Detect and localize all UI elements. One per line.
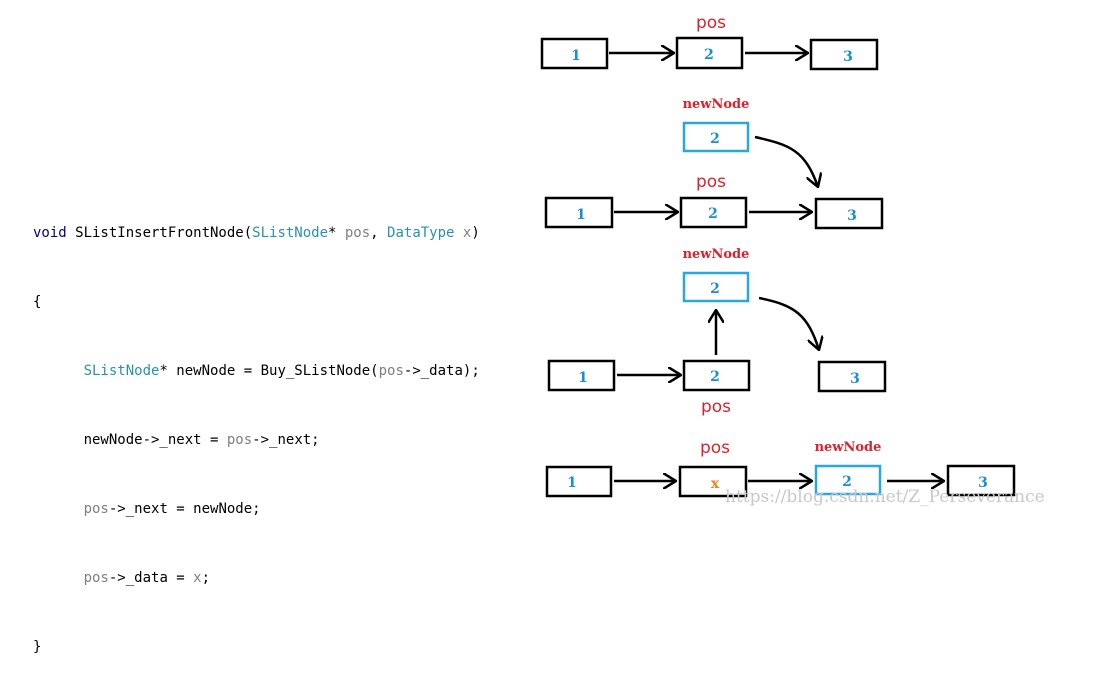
- step1-node-2: [675, 36, 744, 70]
- step3: newNode 2 1 2 3 pos: [547, 247, 887, 417]
- watermark: https://blog.csdn.net/Z_Perseverance: [725, 487, 1045, 507]
- step2-newnode-label: newNode: [683, 97, 750, 112]
- step2-node-1-value: 1: [576, 207, 586, 223]
- step4-node-1: [545, 465, 613, 498]
- step2-node-2-value: 2: [708, 206, 718, 222]
- step3-new-node-value: 2: [710, 281, 720, 297]
- step4: pos newNode 1 x 2 3: [545, 438, 1016, 498]
- code-line-2: {: [33, 294, 42, 310]
- step3-pos-label: pos: [701, 397, 731, 417]
- linked-list-diagram: pos 1 2 3 newNode 2 pos 1 2 3 newNode 2 …: [540, 13, 1045, 507]
- step2-node-2: [679, 196, 748, 229]
- step3-arrow-new-to-3: [758, 296, 819, 350]
- step3-node-2: [682, 359, 751, 392]
- step3-node-1-value: 1: [578, 370, 588, 386]
- step4-newnode-label: newNode: [815, 440, 882, 455]
- step2-new-node: [682, 121, 750, 153]
- code-block: void SListInsertFrontNode(SListNode* pos…: [33, 176, 480, 682]
- code-line-7: }: [33, 639, 42, 655]
- step2-new-node-value: 2: [710, 131, 720, 147]
- step3-node-3: [817, 360, 887, 393]
- step2-pos-label: pos: [696, 172, 726, 192]
- step3-node-1: [547, 359, 616, 392]
- step3-node-3-value: 3: [850, 371, 860, 387]
- step4-node-3-value: 3: [978, 475, 988, 491]
- step2-node-3-value: 3: [847, 208, 857, 224]
- step4-pos-label: pos: [700, 438, 730, 458]
- step4-new-node: [814, 464, 882, 496]
- step1-node-3: [809, 38, 879, 71]
- step2: newNode 2 pos 1 2 3: [544, 97, 884, 230]
- step4-node-x-value: x: [711, 476, 720, 492]
- step2-arrow-new-to-3: [754, 135, 818, 187]
- code-line-1: void SListInsertFrontNode(SListNode* pos…: [33, 225, 480, 241]
- step3-new-node: [682, 271, 750, 303]
- step4-node-1-value: 1: [567, 475, 577, 491]
- code-line-6: pos->_data = x;: [83, 570, 211, 586]
- code-line-4: newNode->_next = pos->_next;: [83, 432, 320, 448]
- step1-node-3-value: 3: [843, 49, 853, 65]
- step1-node-1: [540, 37, 609, 70]
- code-line-5: pos->_next = newNode;: [83, 501, 261, 517]
- step3-node-2-value: 2: [710, 369, 720, 385]
- step1-pos-label: pos: [696, 13, 726, 33]
- step2-node-1: [544, 196, 614, 229]
- step4-node-3: [946, 464, 1016, 497]
- step1-node-2-value: 2: [704, 47, 714, 63]
- step3-newnode-label: newNode: [683, 247, 750, 262]
- code-line-3: SListNode* newNode = Buy_SListNode(pos->…: [83, 363, 480, 379]
- step1: pos 1 2 3: [540, 13, 879, 71]
- step4-new-node-value: 2: [842, 474, 852, 490]
- step4-node-x: [678, 465, 748, 498]
- step1-node-1-value: 1: [571, 48, 581, 64]
- step2-node-3: [814, 197, 884, 230]
